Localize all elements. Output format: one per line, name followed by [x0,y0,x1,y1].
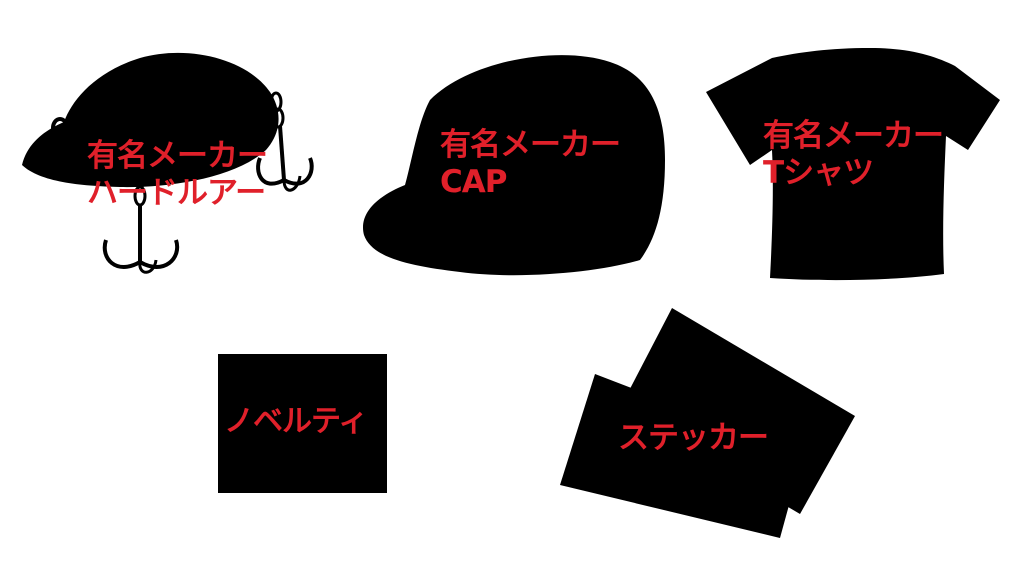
cap-icon [363,55,665,276]
novelty-box-icon [218,354,387,493]
cap-label-line2: CAP [440,164,507,200]
sticker-label: ステッカー [618,420,769,457]
sticker-icon [560,308,855,538]
tshirt-label: 有名メーカー Tシャツ [763,118,944,192]
sticker-label-line1: ステッカー [618,420,769,456]
lure-label: 有名メーカー ハードルアー [87,138,268,212]
cap-label: 有名メーカー CAP [440,127,621,201]
novelty-label: ノベルティ [224,403,368,440]
cap-label-line1: 有名メーカー [440,127,621,163]
lure-label-line1: 有名メーカー [87,138,268,174]
tshirt-label-line1: 有名メーカー [763,118,944,154]
lure-label-line2: ハードルアー [87,175,266,211]
tshirt-icon [706,48,1000,281]
tshirt-label-line2: Tシャツ [763,155,874,191]
fishing-lure-icon [22,52,314,274]
novelty-label-line1: ノベルティ [224,404,368,439]
